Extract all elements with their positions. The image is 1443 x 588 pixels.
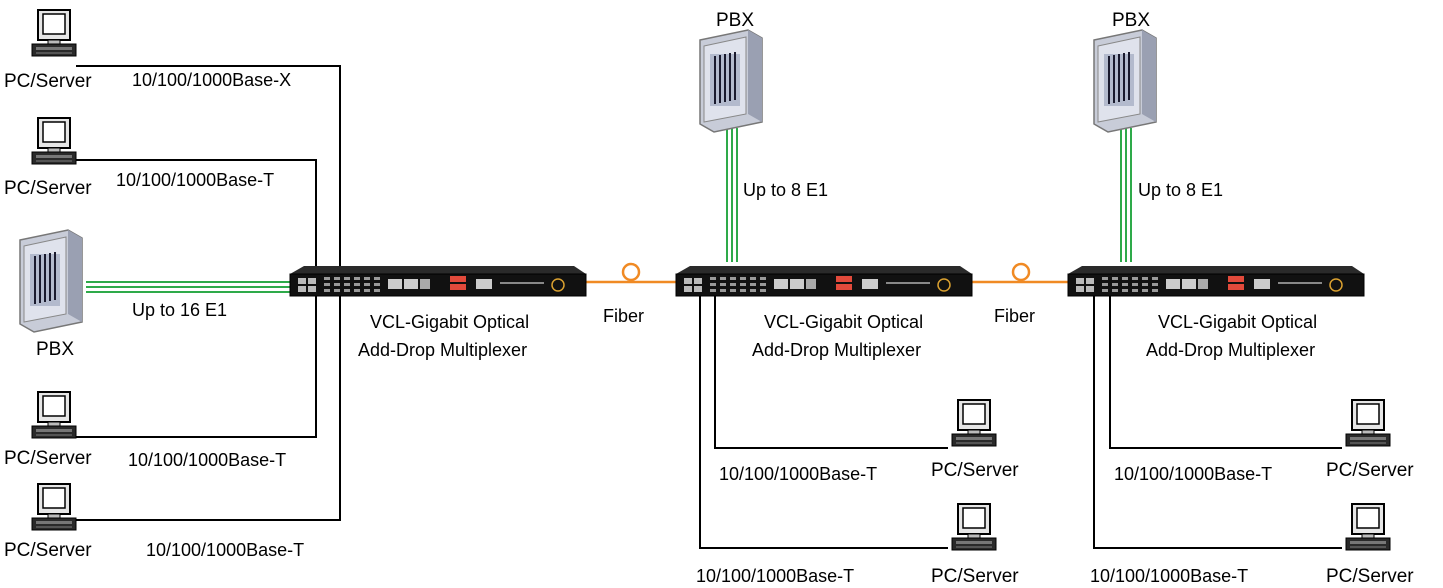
e1-lines-middle (726, 128, 738, 262)
link-pc4 (76, 296, 341, 521)
e1-lines-left (86, 281, 292, 293)
pc-server-icon (31, 117, 77, 165)
mux-label-line1: VCL-Gigabit Optical (764, 312, 923, 332)
pbx-label: PBX (36, 339, 74, 360)
multiplexer-left-icon (289, 265, 587, 297)
e1-lines-right (1120, 128, 1132, 262)
mux-label-line1: VCL-Gigabit Optical (1158, 312, 1317, 332)
pc-server-icon (31, 483, 77, 531)
pc-server-label: PC/Server (4, 71, 92, 92)
left-ethernet-links (76, 65, 341, 521)
fiber-coil-icon (1011, 262, 1031, 282)
link-label-base-t: 10/100/1000Base-T (128, 450, 286, 470)
fiber-label: Fiber (603, 306, 644, 326)
pbx-left-icon (19, 229, 83, 333)
pbx-label: PBX (1112, 10, 1150, 31)
pc-server-icon (951, 503, 997, 551)
pc-server-label: PC/Server (4, 448, 92, 469)
pbx-right-icon (1093, 29, 1157, 133)
link-label-base-x: 10/100/1000Base-X (132, 70, 291, 90)
pc-server-label: PC/Server (1326, 460, 1414, 481)
pc-server-icon (1345, 503, 1391, 551)
pbx-label: PBX (716, 10, 754, 31)
mux-label-line2: Add-Drop Multiplexer (752, 340, 921, 360)
link-pc2 (76, 159, 317, 268)
pc-server-label: PC/Server (4, 540, 92, 561)
mux-label-line2: Add-Drop Multiplexer (1146, 340, 1315, 360)
pc-server-icon (1345, 399, 1391, 447)
link-pc1 (76, 65, 341, 268)
fiber-label: Fiber (994, 306, 1035, 326)
link-label-base-t: 10/100/1000Base-T (696, 566, 854, 586)
link-pc3 (76, 296, 317, 438)
pc-server-icon (31, 9, 77, 57)
middle-ethernet-links (699, 296, 948, 549)
mux-label-line1: VCL-Gigabit Optical (370, 312, 529, 332)
pc-server-label: PC/Server (931, 460, 1019, 481)
pc-server-icon (31, 391, 77, 439)
pbx-middle-icon (699, 29, 763, 133)
right-ethernet-links (1093, 296, 1342, 549)
link-label-base-t: 10/100/1000Base-T (1090, 566, 1248, 586)
link-label-base-t: 10/100/1000Base-T (146, 540, 304, 560)
pc-server-label: PC/Server (1326, 566, 1414, 587)
multiplexer-right-icon (1067, 265, 1365, 297)
pc-server-label: PC/Server (931, 566, 1019, 587)
link-label-base-t: 10/100/1000Base-T (116, 170, 274, 190)
e1-label-left: Up to 16 E1 (132, 300, 227, 320)
mux-label-line2: Add-Drop Multiplexer (358, 340, 527, 360)
pc-server-label: PC/Server (4, 178, 92, 199)
pc-server-icon (951, 399, 997, 447)
multiplexer-middle-icon (675, 265, 973, 297)
e1-label-middle: Up to 8 E1 (743, 180, 828, 200)
fiber-coil-icon (621, 262, 641, 282)
link-label-base-t: 10/100/1000Base-T (719, 464, 877, 484)
link-label-base-t: 10/100/1000Base-T (1114, 464, 1272, 484)
e1-label-right: Up to 8 E1 (1138, 180, 1223, 200)
